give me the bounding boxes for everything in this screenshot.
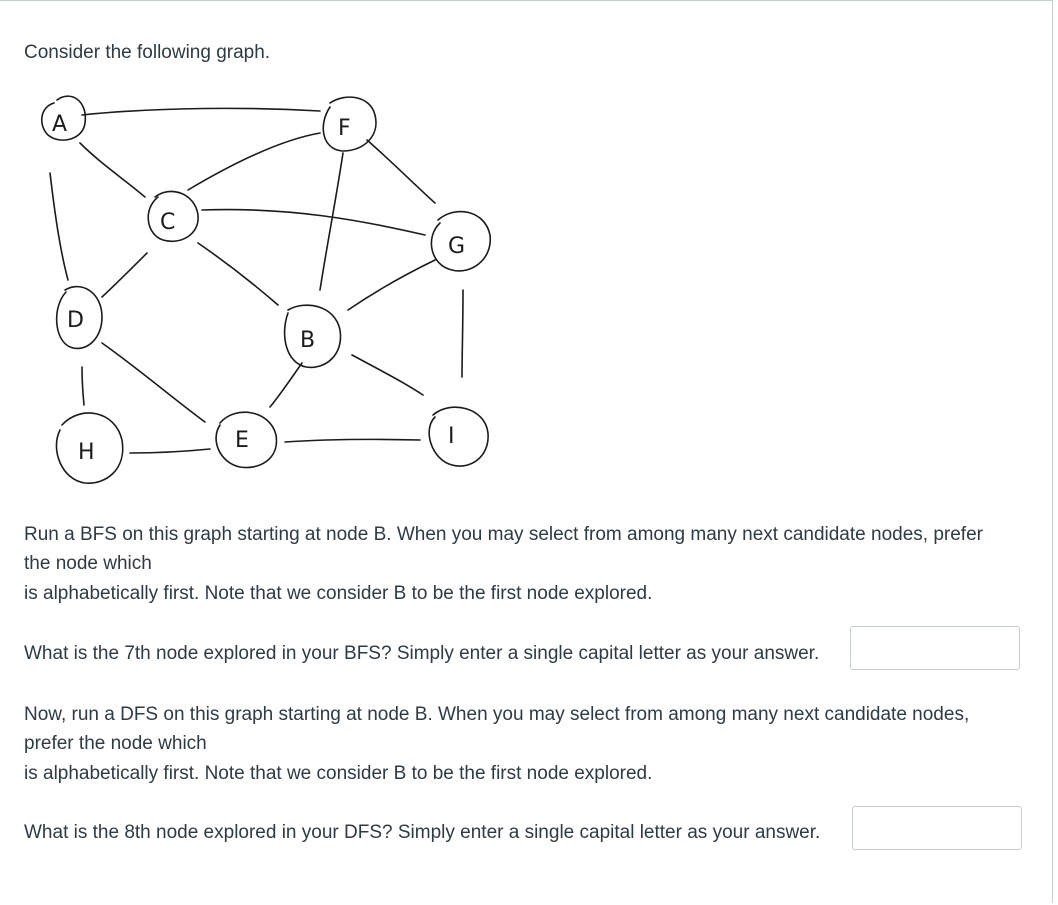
dfs-answer-input[interactable] bbox=[852, 806, 1022, 850]
node-D: D bbox=[55, 285, 103, 350]
bfs-answer-input[interactable] bbox=[850, 626, 1020, 670]
edge-C-D bbox=[101, 252, 148, 298]
edge-F-B bbox=[319, 152, 344, 291]
edge-C-B bbox=[197, 242, 279, 306]
dfs-question: What is the 8th node explored in your DF… bbox=[24, 822, 821, 843]
dfs-instructions-line-1: Now, run a DFS on this graph starting at… bbox=[24, 704, 970, 725]
node-A: A bbox=[41, 95, 86, 141]
node-I: I bbox=[428, 406, 489, 467]
edge-G-I bbox=[461, 289, 464, 378]
bfs-instructions-line-3: is alphabetically first. Note that we co… bbox=[24, 583, 653, 604]
dfs-instructions-line-2: prefer the node which bbox=[24, 733, 207, 754]
intro-text: Consider the following graph. bbox=[24, 42, 271, 63]
node-label-D: D bbox=[67, 308, 84, 333]
graph-edges bbox=[49, 107, 464, 454]
edge-A-D bbox=[49, 172, 69, 281]
edge-A-F bbox=[81, 107, 321, 116]
edge-H-E bbox=[129, 448, 211, 454]
node-B: B bbox=[283, 304, 342, 369]
edge-C-F bbox=[187, 132, 321, 191]
node-label-F: F bbox=[338, 116, 351, 141]
node-H: H bbox=[55, 412, 124, 484]
edge-D-H bbox=[81, 366, 85, 406]
node-F: F bbox=[322, 96, 377, 152]
graph-nodes: A F C G D B H E bbox=[41, 95, 491, 484]
dfs-instructions-line-3: is alphabetically first. Note that we co… bbox=[24, 763, 653, 784]
node-E: E bbox=[215, 411, 278, 469]
node-label-B: B bbox=[300, 328, 315, 353]
edge-B-E bbox=[269, 362, 303, 408]
edge-C-G bbox=[201, 208, 426, 236]
node-label-C: C bbox=[160, 210, 175, 235]
node-label-A: A bbox=[52, 112, 67, 137]
edge-E-I bbox=[284, 438, 421, 443]
edge-A-C bbox=[79, 142, 146, 198]
edge-G-B bbox=[347, 259, 436, 311]
node-label-H: H bbox=[78, 440, 95, 465]
bfs-question: What is the 7th node explored in your BF… bbox=[24, 643, 820, 664]
bfs-instructions-line-2: the node which bbox=[24, 553, 152, 574]
node-C: C bbox=[147, 190, 199, 242]
bfs-instructions-line-1: Run a BFS on this graph starting at node… bbox=[24, 524, 983, 545]
node-label-E: E bbox=[235, 428, 249, 453]
node-label-G: G bbox=[448, 234, 465, 259]
node-G: G bbox=[430, 210, 491, 272]
edge-F-G bbox=[366, 139, 436, 204]
edge-D-E bbox=[101, 342, 206, 423]
graph-figure: A F C G D B H E bbox=[41, 95, 491, 484]
edge-B-I bbox=[351, 354, 424, 396]
node-label-I: I bbox=[448, 424, 455, 449]
